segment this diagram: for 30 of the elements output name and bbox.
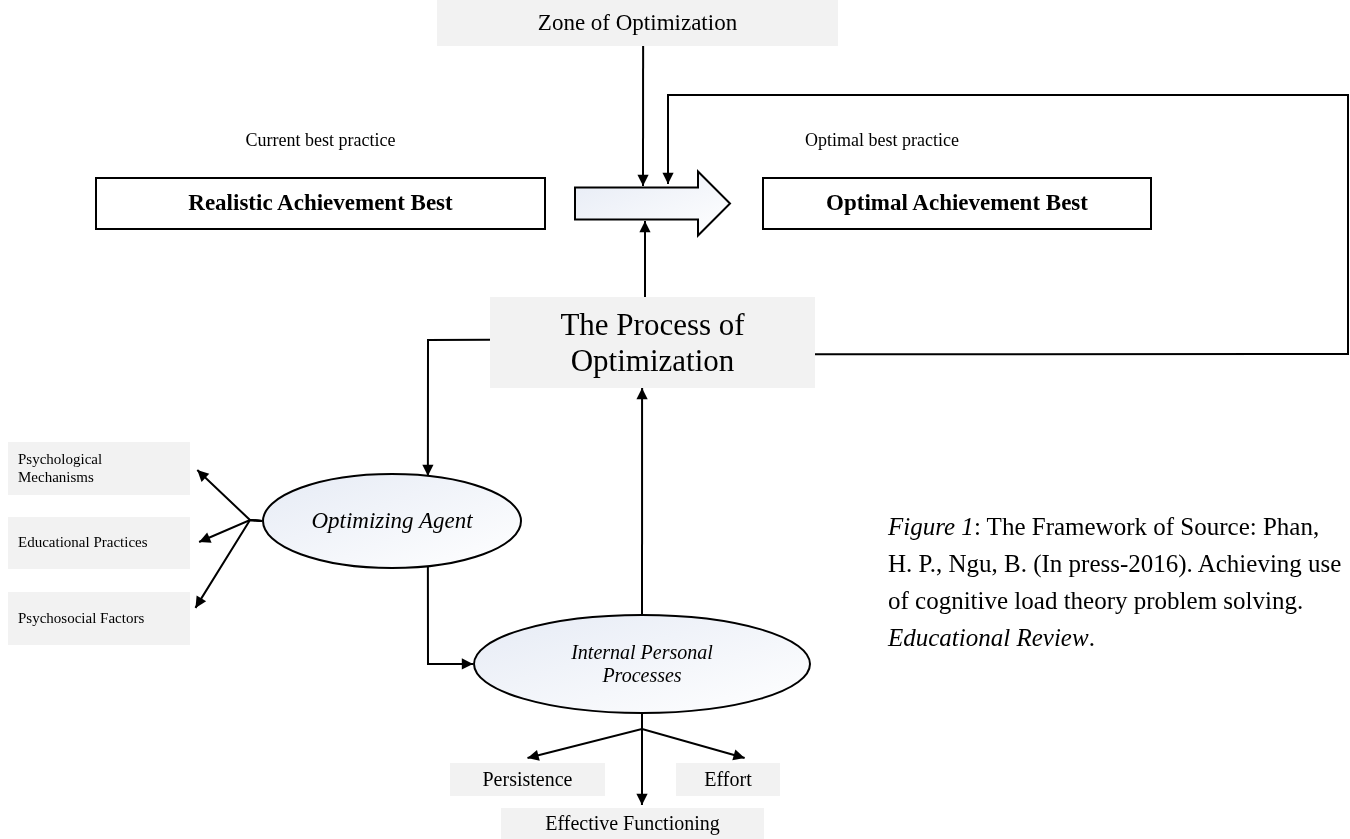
arrow — [194, 518, 263, 609]
block-arrow — [574, 169, 732, 238]
box-label: Persistence — [482, 768, 573, 791]
box-label: Psychological Mechanisms — [18, 451, 104, 486]
side-caption: Optimal best practice — [804, 130, 960, 151]
ellipse-label: Internal Personal Processes — [570, 641, 714, 687]
outlined-box — [762, 177, 1152, 230]
ellipse-node — [262, 473, 522, 569]
ellipse-label: Optimizing Agent — [311, 507, 473, 535]
box-label: The Process of Optimization — [559, 306, 746, 379]
outlined-box — [95, 177, 546, 230]
figure-caption: Figure 1: The Framework of Source: Phan, H. P., Ngu, B. (In press-2016). Achieving use of cognitive load theory problem solving. Educational Review. — [888, 512, 1343, 653]
arrow — [422, 338, 491, 477]
arrow — [636, 387, 648, 615]
box-label: Educational Practices — [18, 534, 148, 552]
arrow — [662, 94, 1349, 356]
box-label: Effort — [704, 768, 752, 791]
arrow — [426, 566, 474, 670]
side-caption: Current best practice — [244, 130, 397, 151]
arrow — [641, 713, 746, 761]
box-label: Realistic Achievement Best — [188, 190, 453, 217]
zone-box — [437, 0, 838, 46]
arrow — [637, 45, 649, 187]
process-box — [490, 297, 815, 388]
ellipse-node — [473, 614, 811, 714]
box-label: Effective Functioning — [545, 812, 720, 835]
arrow — [639, 220, 651, 298]
box-label: Optimal Achievement Best — [826, 190, 1088, 217]
box-label: Zone of Optimization — [537, 9, 738, 37]
box-label: Psychosocial Factors — [18, 609, 145, 628]
